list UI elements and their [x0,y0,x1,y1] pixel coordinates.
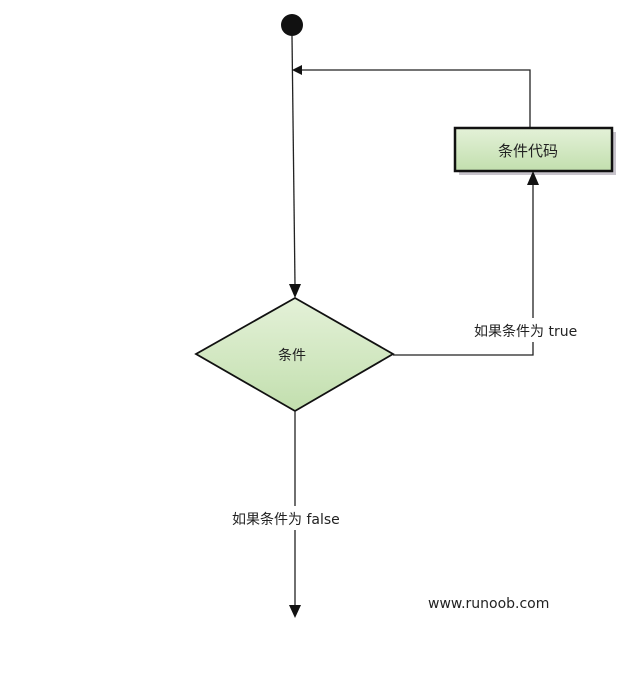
true-edge-label: 如果条件为 true [474,324,578,340]
start-node [281,14,303,36]
false-edge-label: 如果条件为 false [232,512,340,528]
arrowhead-up [527,171,539,185]
conditional-code-label: 条件代码 [498,142,559,160]
arrowhead-down [289,284,301,298]
edge-true [393,184,534,356]
edge-code-to-loop [300,69,531,128]
edge-start-to-condition [291,35,296,286]
arrowhead-exit [289,605,301,618]
conditional-code-box [453,126,614,173]
arrowhead-left [292,65,302,75]
condition-label: 条件 [278,348,306,364]
watermark: www.runoob.com [428,596,550,612]
